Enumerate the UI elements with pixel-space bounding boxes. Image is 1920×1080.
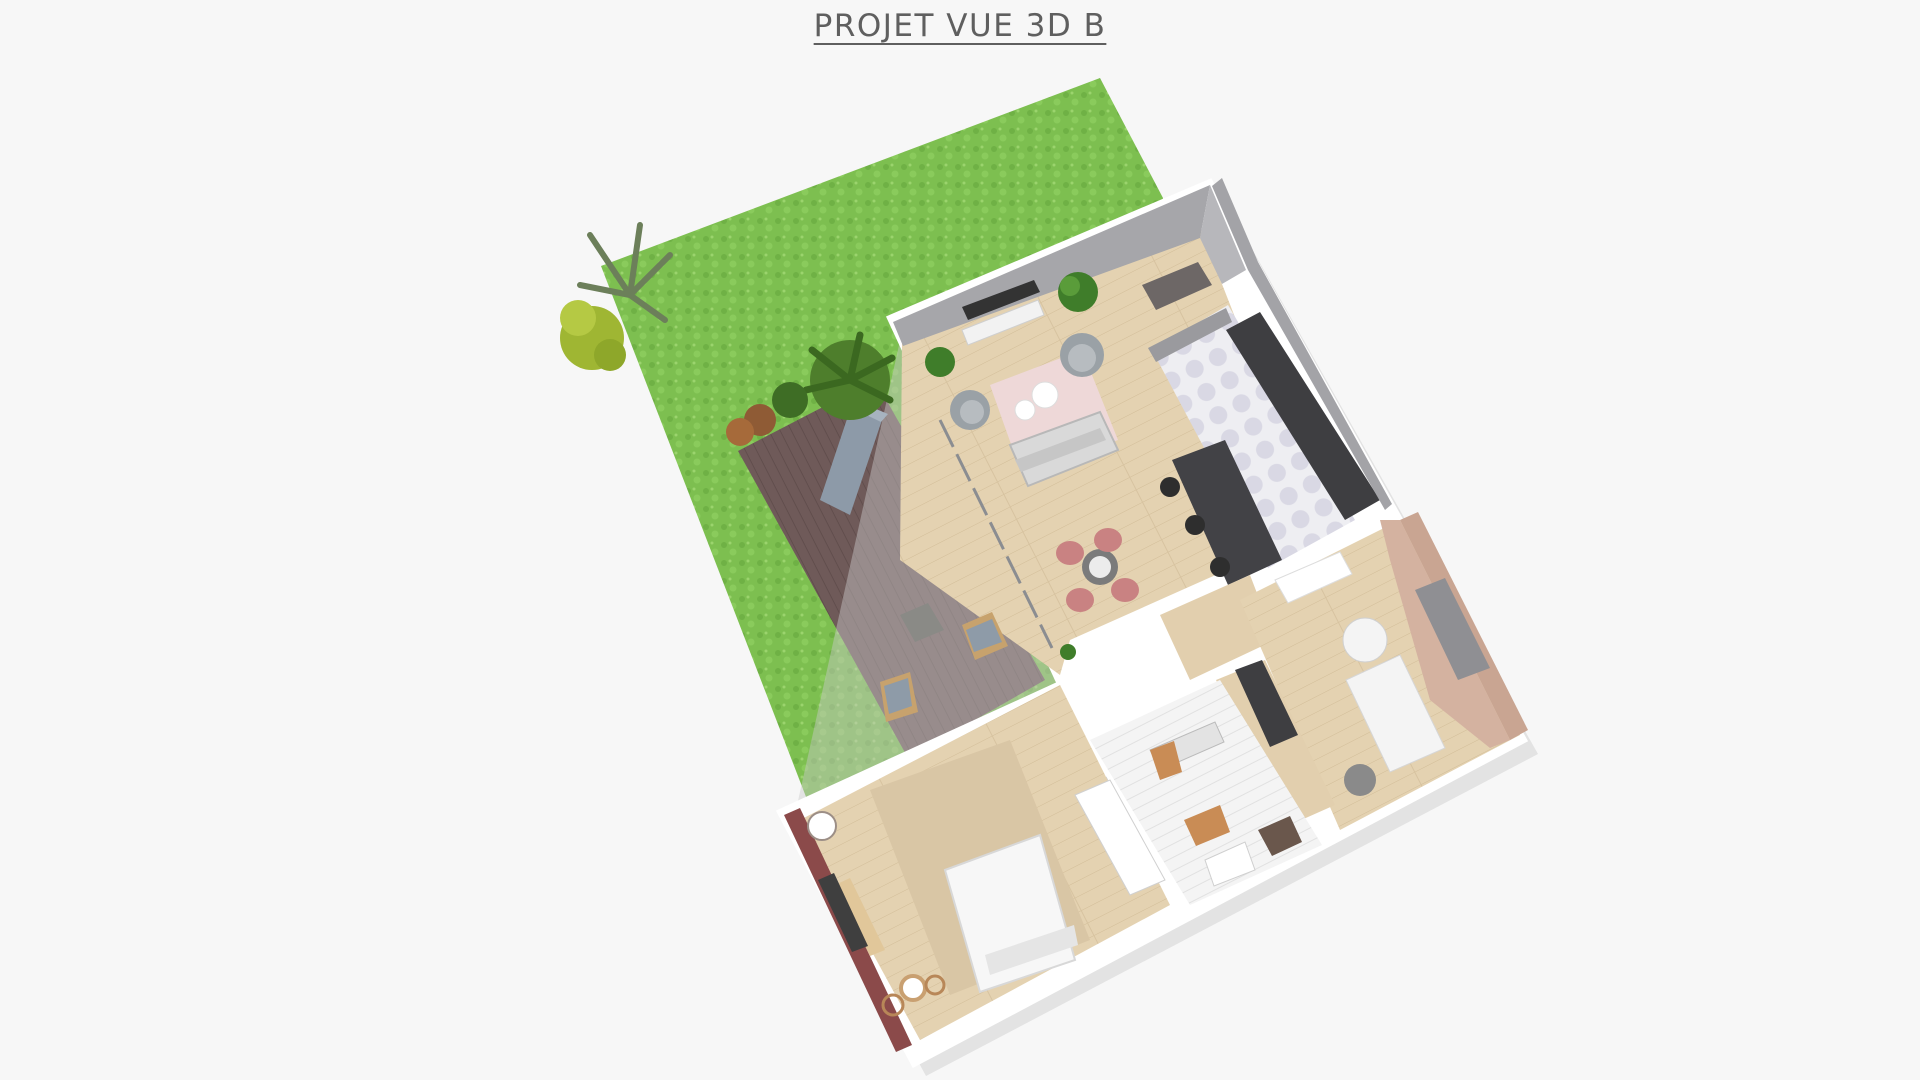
bath-mat (1150, 741, 1182, 780)
garden-shrub (772, 382, 808, 418)
kitchen-counter (1226, 312, 1380, 520)
kitchen-island (1172, 440, 1282, 585)
sun-lounger (820, 410, 882, 515)
television (962, 280, 1040, 320)
bar-stool (1185, 515, 1205, 535)
dining-chair (1111, 578, 1139, 602)
bathroom-floor (1090, 680, 1322, 905)
pendant-lamp (1342, 617, 1388, 663)
indoor-plant (1060, 644, 1076, 660)
desk (1274, 551, 1353, 604)
terrace-deck (738, 380, 1045, 758)
side-cabinet (1258, 816, 1302, 856)
wardrobe (1074, 779, 1166, 896)
garden-palm-plant (802, 331, 896, 420)
washing-machine (1235, 660, 1298, 747)
dining-chair (1094, 528, 1122, 552)
toilet (1204, 841, 1256, 887)
coffee-table (1031, 381, 1059, 409)
bar-stool (1160, 477, 1180, 497)
indoor-plant (925, 347, 955, 377)
pouf (1344, 764, 1376, 796)
kitchen-floor (1152, 305, 1355, 568)
bar-stool (1210, 557, 1230, 577)
tv-unit (961, 299, 1045, 346)
bath-mat (1184, 805, 1230, 846)
dining-chair (1066, 588, 1094, 612)
dining-chair (1056, 541, 1084, 565)
side-table (899, 974, 927, 1002)
garden-palm-tree (560, 222, 673, 371)
terrace-table (900, 603, 944, 642)
entrance-rug (1142, 262, 1212, 310)
bed-2 (1345, 654, 1446, 773)
curtains (1415, 578, 1490, 680)
dressing-table (835, 878, 885, 956)
page-title: PROJET VUE 3D B (813, 8, 1107, 44)
wall-clock (807, 811, 837, 841)
